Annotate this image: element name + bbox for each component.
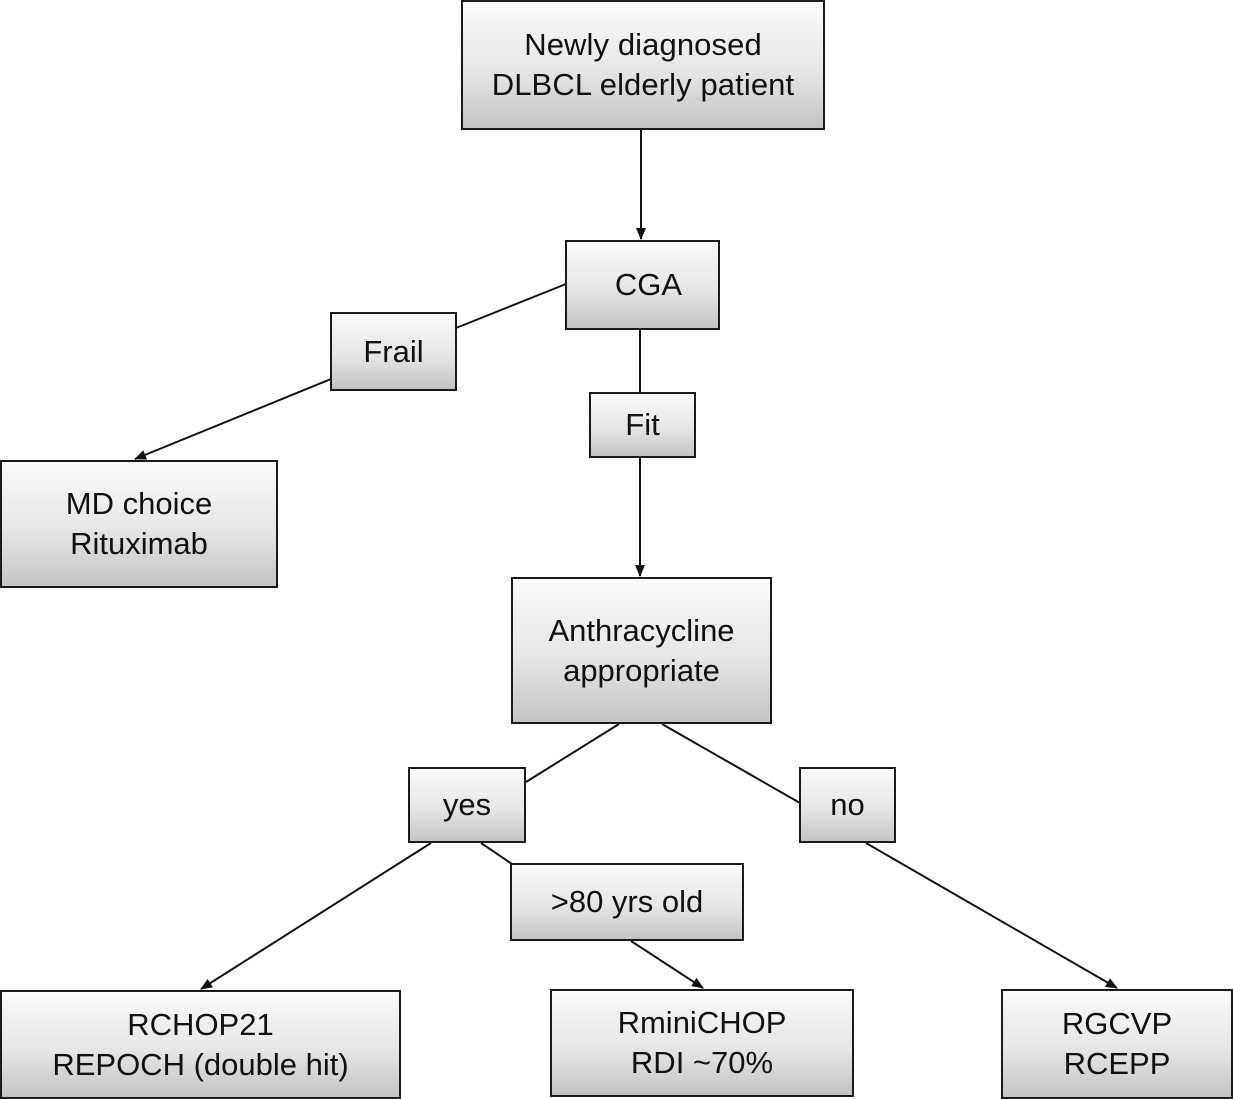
edge-no-to-rgcvp	[865, 842, 1118, 989]
node-text-line: Newly diagnosed	[524, 27, 762, 62]
edge-label-over-80: >80 yrs old	[510, 863, 744, 941]
edge-anthra-to-yes	[525, 723, 620, 783]
edge-label-frail: Frail	[330, 312, 457, 391]
node-text-line: no	[830, 787, 865, 822]
edge-label-fit: Fit	[589, 392, 696, 458]
node-newly-diagnosed-patient: Newly diagnosed DLBCL elderly patient	[461, 0, 825, 130]
edge-cga-to-frail	[455, 283, 567, 329]
node-text-line: RDI ~70%	[630, 1045, 774, 1080]
edge-frail-to-md	[134, 378, 332, 460]
node-rminichop: RminiCHOP RDI ~70%	[550, 989, 854, 1097]
node-text-line: CGA	[614, 267, 683, 302]
edge-anthra-to-no	[661, 723, 801, 804]
node-text-line: yes	[442, 787, 492, 822]
node-cga: CGA	[565, 240, 720, 330]
node-text-line: Rituximab	[70, 526, 208, 561]
edge-over80-to-rmini	[630, 940, 704, 989]
node-rgcvp-rcepp: RGCVP RCEPP	[1001, 989, 1233, 1099]
node-text-line: RminiCHOP	[617, 1005, 787, 1040]
edge-label-yes: yes	[408, 767, 526, 843]
node-text-line: REPOCH (double hit)	[52, 1046, 349, 1082]
node-text-line: Frail	[363, 333, 424, 369]
node-text-line: MD choice	[65, 486, 213, 521]
node-anthracycline-appropriate: Anthracycline appropriate	[511, 577, 772, 724]
node-text-line: >80 yrs old	[550, 884, 704, 919]
node-text-line: Fit	[625, 407, 660, 442]
node-text-line: RCEPP	[1063, 1046, 1171, 1081]
node-text-line: RCHOP21	[127, 1006, 274, 1042]
edge-label-no: no	[799, 767, 896, 843]
edge-yes-to-rchop	[200, 842, 432, 990]
node-md-choice-rituximab: MD choice Rituximab	[0, 460, 278, 588]
node-text-line: Anthracycline	[548, 612, 735, 648]
node-text-line: RGCVP	[1061, 1006, 1173, 1041]
node-rchop21-repoch: RCHOP21 REPOCH (double hit)	[0, 990, 401, 1099]
node-text-line: appropriate	[563, 652, 720, 688]
edge-yes-to-over80	[480, 842, 513, 865]
node-text-line: DLBCL elderly patient	[491, 67, 795, 102]
